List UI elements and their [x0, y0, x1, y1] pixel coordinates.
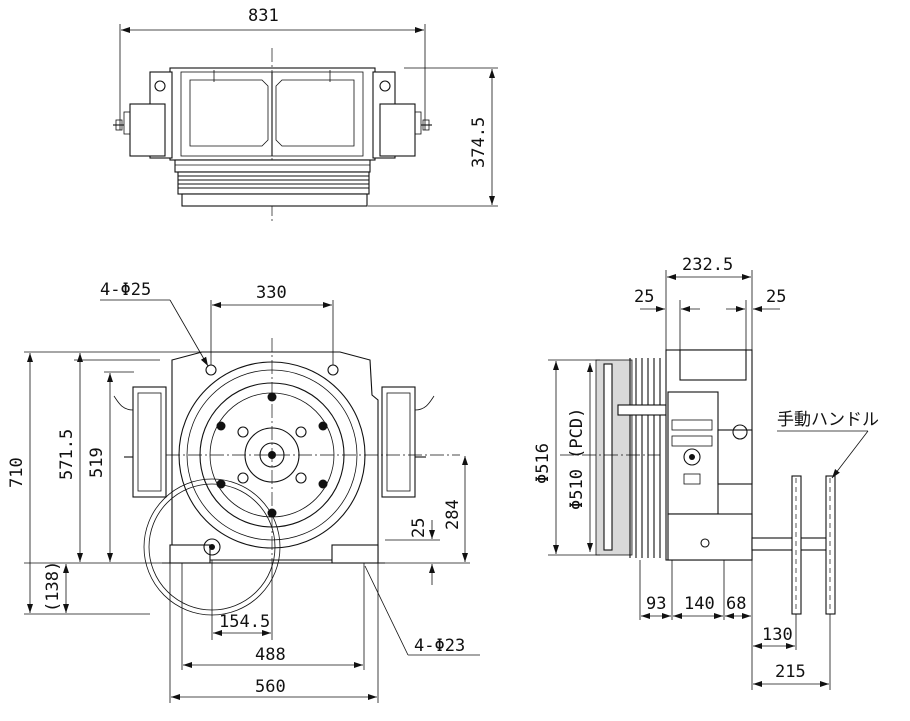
front-height-label-1: 571.5	[57, 429, 77, 480]
side-right-margin-label: 25	[766, 287, 786, 307]
side-left-margin-label: 25	[634, 287, 654, 307]
top-width-label: 831	[248, 6, 279, 26]
front-base-width-label-2: 560	[255, 677, 286, 697]
front-offset-label: 154.5	[219, 612, 270, 632]
side-bottom-label-2: 140	[684, 594, 715, 614]
side-view: 232.5 25 25 Φ516 Φ510 (PCD) 93 140 68 13…	[533, 255, 879, 690]
side-handle-label-1: 130	[762, 625, 793, 645]
top-view: 831 374.5	[113, 6, 498, 222]
front-bottom-offset-label: (138)	[43, 561, 63, 612]
top-height-label: 374.5	[469, 117, 489, 168]
front-top-width-label: 330	[256, 283, 287, 303]
side-handle-label-2: 215	[775, 662, 806, 682]
front-base-width-label-1: 488	[255, 645, 286, 665]
side-pcd-label: Φ510 (PCD)	[567, 408, 587, 510]
side-diameter-label: Φ516	[533, 443, 553, 484]
front-bottom-holes-label: 4-Φ23	[414, 636, 465, 656]
side-bottom-label-3: 68	[726, 594, 746, 614]
front-top-holes-label: 4-Φ25	[100, 280, 151, 300]
front-right-small-label: 25	[409, 518, 429, 538]
front-right-height-label: 284	[443, 499, 463, 530]
side-handle-name: 手動ハンドル	[777, 410, 879, 430]
side-bottom-label-1: 93	[646, 594, 666, 614]
front-height-label-2: 519	[87, 447, 107, 478]
front-overall-height-label: 710	[7, 457, 27, 488]
front-view: 4-Φ25 330 710 571.5 519 (138) 284 25	[7, 280, 480, 703]
side-top-width-label: 232.5	[682, 255, 733, 275]
